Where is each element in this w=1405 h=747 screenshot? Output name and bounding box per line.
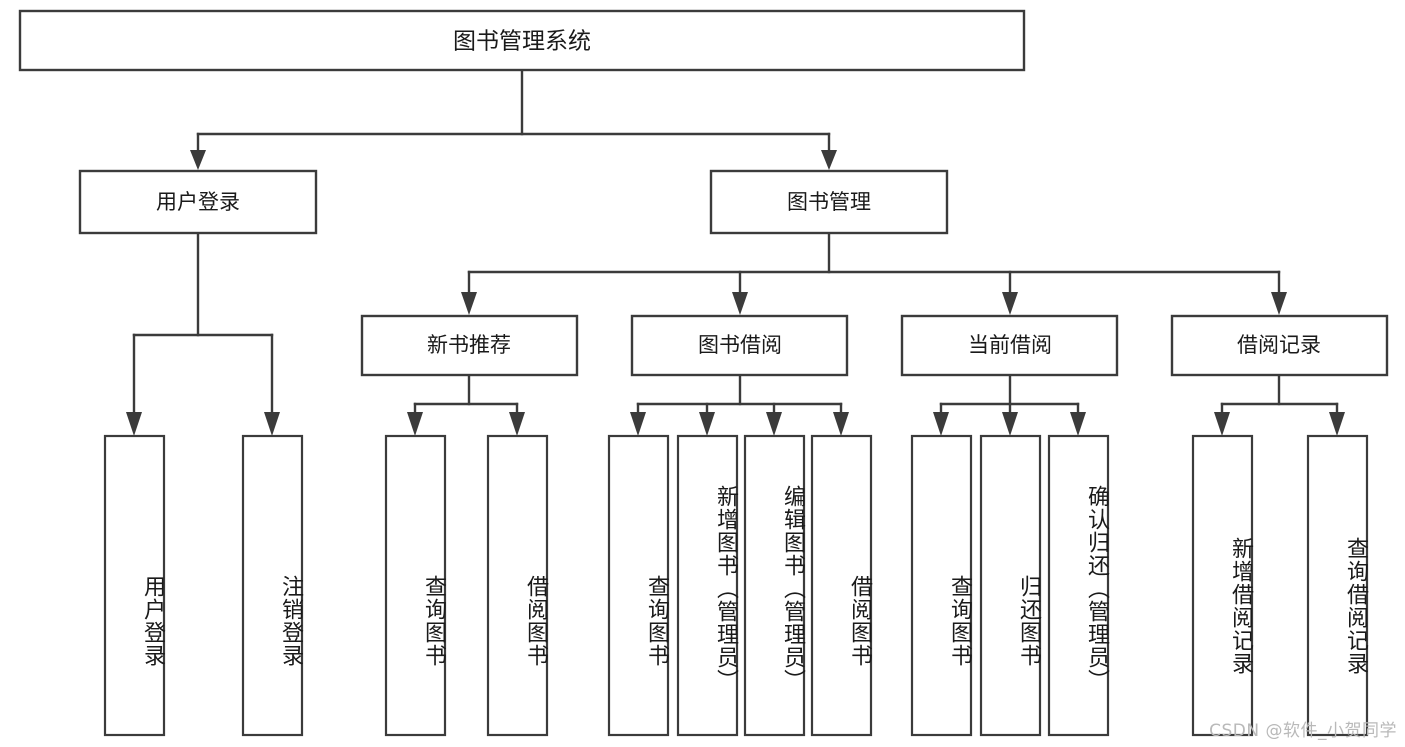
arrowhead-book-manage [821, 150, 837, 170]
node-borrow-record-label: 借阅记录 [1237, 333, 1321, 357]
node-root-label: 图书管理系统 [453, 29, 591, 55]
leaf-box-user-login-1[interactable] [103, 434, 166, 737]
leaf-box-book-borrow-2[interactable] [676, 434, 739, 737]
connector-group-user-login [126, 231, 280, 436]
node-user-login-box[interactable] [78, 169, 318, 235]
node-current-borrow-box[interactable] [900, 314, 1119, 377]
arrowhead-leaf-new-book-1 [407, 412, 423, 436]
arrowhead-leaf-user-login-1 [126, 412, 142, 436]
connector-group-book-manage [461, 231, 1287, 315]
leaf-box-book-borrow-3[interactable] [743, 434, 806, 737]
node-new-book-recommend-label: 新书推荐 [427, 333, 511, 357]
connector-group-current-borrow [933, 374, 1086, 436]
arrowhead-leaf-current-borrow-2 [1002, 412, 1018, 436]
leaf-box-user-login-2[interactable] [241, 434, 304, 737]
arrowhead-leaf-current-borrow-1 [933, 412, 949, 436]
arrowhead-leaf-book-borrow-3 [766, 412, 782, 436]
node-book-manage-box[interactable] [709, 169, 949, 235]
node-root-box[interactable] [18, 9, 1026, 72]
leaf-box-borrow-record-2[interactable] [1306, 434, 1369, 737]
node-book-borrow-box[interactable] [630, 314, 849, 377]
connector-group-new-book-recommend [407, 374, 525, 436]
arrowhead-leaf-book-borrow-2 [699, 412, 715, 436]
node-current-borrow-label: 当前借阅 [968, 333, 1052, 357]
leaf-box-new-book-2[interactable] [486, 434, 549, 737]
arrowhead-borrow-record [1271, 292, 1287, 315]
node-borrow-record-box[interactable] [1170, 314, 1389, 377]
arrowhead-leaf-new-book-2 [509, 412, 525, 436]
csdn-watermark: CSDN @软件_小贺同学 [1209, 721, 1397, 741]
leaf-box-current-borrow-2[interactable] [979, 434, 1042, 737]
arrowhead-leaf-user-login-2 [264, 412, 280, 436]
connector-group-borrow-record [1214, 374, 1345, 436]
arrowhead-leaf-book-borrow-1 [630, 412, 646, 436]
arrowhead-leaf-borrow-record-1 [1214, 412, 1230, 436]
connector-group-book-borrow [630, 374, 849, 436]
arrowhead-leaf-book-borrow-4 [833, 412, 849, 436]
arrowhead-book-borrow [732, 292, 748, 315]
arrowhead-leaf-borrow-record-2 [1329, 412, 1345, 436]
node-user-login-label: 用户登录 [156, 190, 240, 214]
node-book-manage-label: 图书管理 [787, 190, 871, 214]
connector-group-root [190, 69, 837, 170]
arrowhead-user-login [190, 150, 206, 170]
arrowhead-current-borrow [1002, 292, 1018, 315]
arrowhead-leaf-current-borrow-3 [1070, 412, 1086, 436]
leaf-box-current-borrow-1[interactable] [910, 434, 973, 737]
leaf-box-current-borrow-3[interactable] [1047, 434, 1110, 737]
arrowhead-new-book [461, 292, 477, 315]
leaf-box-book-borrow-4[interactable] [810, 434, 873, 737]
node-new-book-recommend-box[interactable] [360, 314, 579, 377]
node-book-borrow-label: 图书借阅 [698, 333, 782, 357]
leaf-box-borrow-record-1[interactable] [1191, 434, 1254, 737]
leaf-box-book-borrow-1[interactable] [607, 434, 670, 737]
leaf-box-new-book-1[interactable] [384, 434, 447, 737]
